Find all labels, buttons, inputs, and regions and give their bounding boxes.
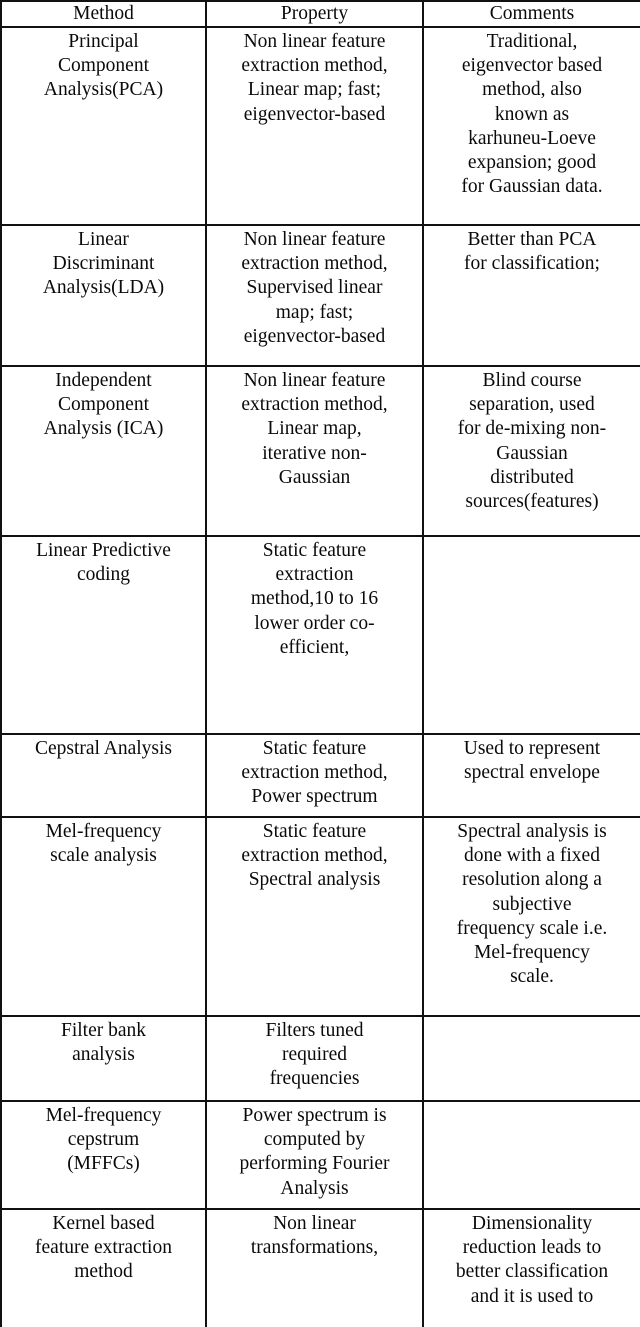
table-body: Principal Component Analysis(PCA) Non li…: [0, 26, 640, 1327]
cell-comments: [422, 535, 640, 735]
cell-comments: Spectral analysis is done with a fixed r…: [422, 816, 640, 1017]
cell-comments: [422, 1015, 640, 1102]
cell-property: Non linear feature extraction method, Li…: [205, 365, 424, 537]
table-row: Cepstral Analysis Static feature extract…: [0, 733, 640, 818]
cell-method: Filter bank analysis: [0, 1015, 207, 1102]
cell-method: Independent Component Analysis (ICA): [0, 365, 207, 537]
cell-property: Power spectrum is computed by performing…: [205, 1100, 424, 1210]
cell-property: Non linear transformations,: [205, 1208, 424, 1327]
cell-method: Principal Component Analysis(PCA): [0, 26, 207, 226]
cell-property: Non linear feature extraction method, Li…: [205, 26, 424, 226]
cell-property: Static feature extraction method,10 to 1…: [205, 535, 424, 735]
cell-method: Cepstral Analysis: [0, 733, 207, 818]
table-header: Method Property Comments: [0, 0, 640, 28]
table-row: Principal Component Analysis(PCA) Non li…: [0, 26, 640, 226]
column-header-comments: Comments: [422, 0, 640, 28]
cell-comments: Blind course separation, used for de-mix…: [422, 365, 640, 537]
cell-method: Linear Discriminant Analysis(LDA): [0, 224, 207, 367]
table-row: Mel-frequency cepstrum (MFFCs) Power spe…: [0, 1100, 640, 1210]
table-row: Linear Predictive coding Static feature …: [0, 535, 640, 735]
cell-comments: Used to represent spectral envelope: [422, 733, 640, 818]
cell-property: Static feature extraction method, Spectr…: [205, 816, 424, 1017]
cell-comments: Dimensionality reduction leads to better…: [422, 1208, 640, 1327]
cell-method: Kernel based feature extraction method: [0, 1208, 207, 1327]
table-row: Independent Component Analysis (ICA) Non…: [0, 365, 640, 537]
cell-property: Filters tuned required frequencies: [205, 1015, 424, 1102]
cell-method: Linear Predictive coding: [0, 535, 207, 735]
cell-property: Non linear feature extraction method, Su…: [205, 224, 424, 367]
table-row: Linear Discriminant Analysis(LDA) Non li…: [0, 224, 640, 367]
cell-comments: [422, 1100, 640, 1210]
table-row: Kernel based feature extraction method N…: [0, 1208, 640, 1327]
cell-method: Mel-frequency scale analysis: [0, 816, 207, 1017]
column-header-property: Property: [205, 0, 424, 28]
cell-property: Static feature extraction method, Power …: [205, 733, 424, 818]
cell-method: Mel-frequency cepstrum (MFFCs): [0, 1100, 207, 1210]
cell-comments: Traditional, eigenvector based method, a…: [422, 26, 640, 226]
cell-comments: Better than PCA for classification;: [422, 224, 640, 367]
table-row: Mel-frequency scale analysis Static feat…: [0, 816, 640, 1017]
table-header-row: Method Property Comments: [0, 0, 640, 28]
table-row: Filter bank analysis Filters tuned requi…: [0, 1015, 640, 1102]
column-header-method: Method: [0, 0, 207, 28]
